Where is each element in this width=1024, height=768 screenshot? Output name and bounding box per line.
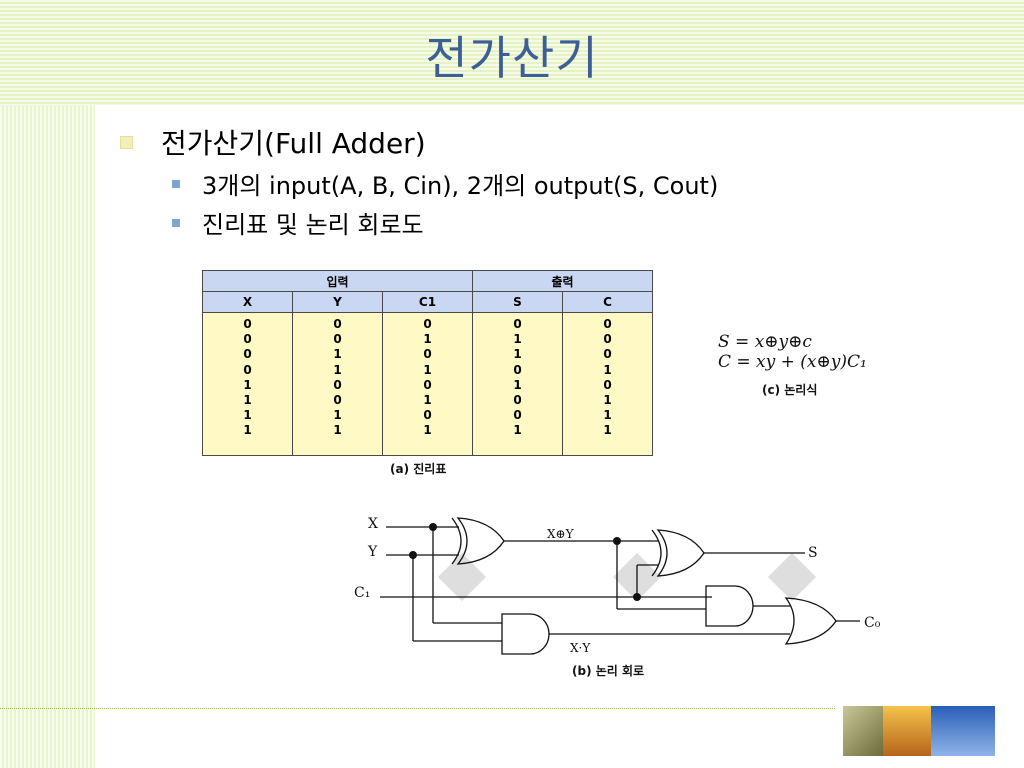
slide-title: 전가산기 <box>425 31 599 85</box>
table-cell: 0 <box>603 317 612 331</box>
junction-dot <box>409 551 417 559</box>
table-group-header-output: 출력 <box>472 270 653 292</box>
bullet-square-icon <box>172 179 180 188</box>
table-cell: 1 <box>333 423 342 438</box>
bullet-level2-text: 진리표 및 논리 회로도 <box>202 211 424 239</box>
table-cell: 0 <box>603 377 612 392</box>
or-gate-icon <box>784 597 837 645</box>
header-background <box>0 0 1024 105</box>
table-cell: 0 <box>243 347 252 362</box>
table-cell: 1 <box>423 423 432 438</box>
table-cell: 0 <box>423 347 432 362</box>
and1-gate-icon <box>501 613 550 655</box>
circuit-label-s: S <box>808 545 818 561</box>
formula-carry: C = xy + (x⊕y)C₁ <box>718 352 867 372</box>
decorative-photo-strip <box>843 706 995 756</box>
table-header-c: C <box>562 291 653 313</box>
table-cell: 0 <box>423 377 432 392</box>
table-cell: 1 <box>603 408 612 423</box>
photo-sunset-image <box>883 706 931 756</box>
table-cell: 0 <box>513 393 522 408</box>
table-cell: 1 <box>603 423 612 438</box>
bullet-level2-1: 3개의 input(A, B, Cin), 2개의 output(S, Cout… <box>172 166 718 201</box>
table-cell: 0 <box>243 362 252 377</box>
table-cell: 1 <box>513 332 522 347</box>
xor2-gate-icon <box>656 529 705 577</box>
table-cell: 0 <box>603 332 612 347</box>
footer-divider <box>0 708 835 709</box>
table-cell: 1 <box>603 393 612 408</box>
table-cell: 1 <box>423 393 432 408</box>
table-cell: 0 <box>333 332 342 347</box>
circuit-caption: (b) 논리 회로 <box>572 664 645 678</box>
photo-windmill-image <box>931 706 995 756</box>
bullet-square-icon <box>172 218 180 227</box>
formula-sum: S = x⊕y⊕c <box>718 332 812 352</box>
photo-leaf-image <box>843 706 883 756</box>
circuit-label-x: X <box>368 516 378 532</box>
junction-dot <box>429 523 437 531</box>
table-cell: 0 <box>243 317 252 331</box>
bullet-level2-text: 3개의 input(A, B, Cin), 2개의 output(S, Cout… <box>202 172 719 200</box>
table-group-header-input: 입력 <box>202 270 473 292</box>
table-cell: 1 <box>333 362 342 377</box>
table-cell: 0 <box>513 317 522 331</box>
table-cell: 1 <box>513 377 522 392</box>
junction-dot <box>633 593 641 601</box>
bullet-level2-2: 진리표 및 논리 회로도 <box>172 205 424 240</box>
table-cell: 1 <box>423 362 432 377</box>
table-cell: 0 <box>423 317 432 331</box>
xor1-extra-curve <box>451 517 462 565</box>
table-cell: 0 <box>513 408 522 423</box>
table-cell: 0 <box>333 377 342 392</box>
table-cell: 0 <box>243 332 252 347</box>
circuit-label-and: X·Y <box>570 641 591 655</box>
circuit-label-y: Y <box>367 544 378 560</box>
table-cell: 1 <box>243 393 252 408</box>
circuit-label-c1: C₁ <box>354 585 370 601</box>
bullet-level1-text: 전가산기(Full Adder) <box>161 127 426 160</box>
table-cell: 1 <box>243 377 252 392</box>
table-cell: 1 <box>243 408 252 423</box>
table-header-s: S <box>472 291 563 313</box>
table-cell: 1 <box>333 408 342 423</box>
table-cell: 0 <box>423 408 432 423</box>
bullet-square-icon <box>120 135 133 149</box>
table-cell: 0 <box>333 393 342 408</box>
and2-gate-icon <box>705 585 754 627</box>
junction-dot <box>613 537 621 545</box>
table-cell: 1 <box>513 423 522 438</box>
truth-table-caption: (a) 진리표 <box>390 462 447 476</box>
formula-caption: (c) 논리식 <box>762 383 818 397</box>
table-cell: 0 <box>513 362 522 377</box>
table-cell: 1 <box>603 362 612 377</box>
circuit-label-c0: C₀ <box>864 615 881 631</box>
xor1-gate-icon <box>456 517 505 565</box>
table-cell: 0 <box>333 317 342 331</box>
table-cell: 1 <box>243 423 252 438</box>
table-cell: 1 <box>333 347 342 362</box>
table-header-x: X <box>202 291 293 313</box>
table-header-c1: C1 <box>382 291 473 313</box>
sidebar-background <box>0 105 95 768</box>
circuit-label-xor: X⊕Y <box>547 527 575 541</box>
bullet-level1: 전가산기(Full Adder) <box>120 122 426 162</box>
table-cell: 0 <box>603 347 612 362</box>
table-cell: 1 <box>513 347 522 362</box>
table-cell: 1 <box>423 332 432 347</box>
